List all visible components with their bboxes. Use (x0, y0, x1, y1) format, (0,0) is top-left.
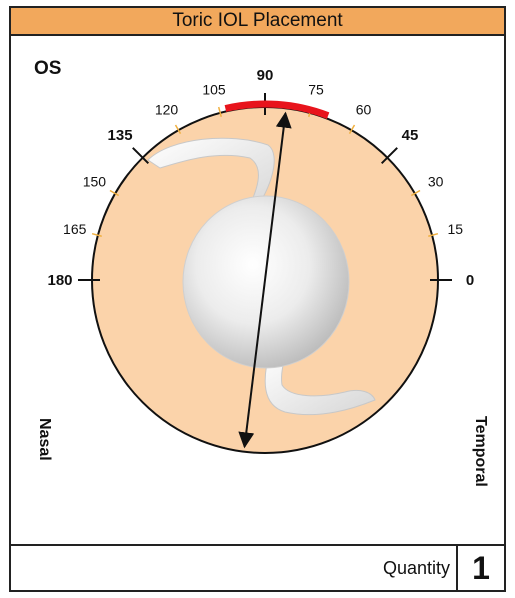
axis-tick-label-105: 105 (202, 82, 226, 98)
nasal-label: Nasal (36, 418, 53, 461)
axis-tick-label-90: 90 (257, 67, 274, 84)
panel-header: Toric IOL Placement (11, 8, 504, 36)
axis-tick-135 (132, 147, 150, 165)
axis-tick-15 (428, 232, 439, 237)
axis-tick-label-135: 135 (108, 127, 133, 144)
axis-ticks: 0 15 30 45 60 75 90 105 120 135 150 165 180 (47, 67, 474, 289)
axis-tick-label-60: 60 (356, 101, 372, 117)
axis-tick-label-45: 45 (402, 127, 419, 144)
quantity-row: Quantity 1 (11, 544, 504, 590)
axis-tick-label-0: 0 (466, 272, 474, 289)
axis-tick-label-120: 120 (155, 101, 179, 117)
axis-tick-165 (91, 232, 102, 237)
placement-arc (224, 100, 330, 119)
axis-tick-label-30: 30 (428, 174, 444, 190)
axis-line (238, 111, 292, 449)
axis-tick-label-150: 150 (83, 174, 107, 190)
axis-tick-30 (410, 189, 421, 197)
quantity-divider (456, 546, 458, 590)
panel-title: Toric IOL Placement (172, 10, 343, 31)
axis-tick-label-180: 180 (47, 272, 72, 289)
quantity-label: Quantity (382, 557, 450, 578)
optic (182, 195, 350, 369)
eye-label: OS (34, 58, 61, 79)
axis-tick-label-165: 165 (63, 221, 87, 237)
axis-tick-105 (217, 106, 222, 117)
temporal-label: Temporal (472, 416, 489, 487)
axis-tick-60 (348, 124, 356, 135)
axis-tick-120 (174, 124, 182, 135)
quantity-value: 1 (472, 549, 490, 586)
axis-tick-label-75: 75 (308, 82, 324, 98)
axis-tick-45 (380, 147, 398, 165)
axis-tick-label-15: 15 (447, 221, 463, 237)
axis-tick-150 (109, 189, 120, 197)
